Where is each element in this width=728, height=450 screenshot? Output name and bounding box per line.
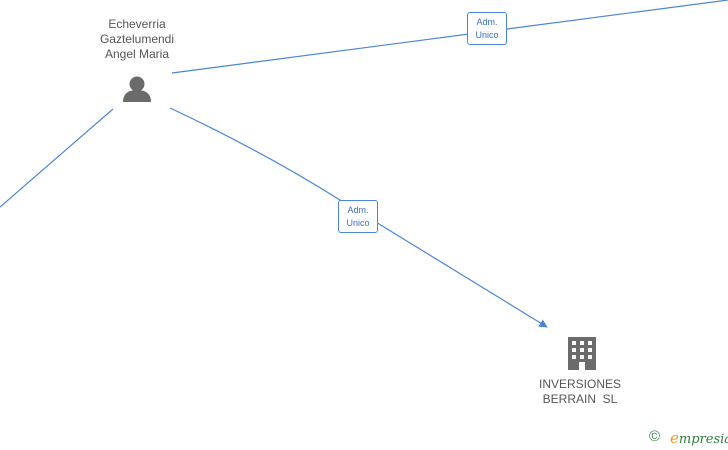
edge-line-top xyxy=(171,0,728,74)
edge-label-line1: Adm. xyxy=(347,205,369,215)
person-name-line3: Angel Maria xyxy=(104,47,170,61)
edge-line-left xyxy=(0,108,114,208)
brand-initial: e xyxy=(670,429,679,447)
person-name-line2: Gaztelumendi xyxy=(99,32,175,46)
edge-label-line2: Unico xyxy=(475,30,499,40)
edge-label-line1: Adm. xyxy=(476,17,498,27)
footer-brand[interactable]: © empresia xyxy=(649,428,728,448)
edge-label-top[interactable]: Adm. Unico xyxy=(467,12,507,45)
edge-label-company[interactable]: Adm. Unico xyxy=(338,200,378,233)
copyright-icon: © xyxy=(649,428,661,445)
brand-logo: empresia xyxy=(670,429,728,447)
person-name-line1: Echeverria xyxy=(108,17,166,31)
company-name-line2: BERRAIN SL xyxy=(542,392,618,406)
company-name-line1: INVERSIONES xyxy=(538,377,622,391)
person-node-label[interactable]: Echeverria Gaztelumendi Angel Maria xyxy=(62,17,212,62)
edge-label-line2: Unico xyxy=(346,218,370,228)
edge-line-company xyxy=(169,107,548,328)
company-node-label[interactable]: INVERSIONES BERRAIN SL xyxy=(510,377,650,407)
building-icon[interactable] xyxy=(568,337,596,370)
person-icon[interactable] xyxy=(123,76,151,103)
brand-name: mpresia xyxy=(678,432,728,447)
